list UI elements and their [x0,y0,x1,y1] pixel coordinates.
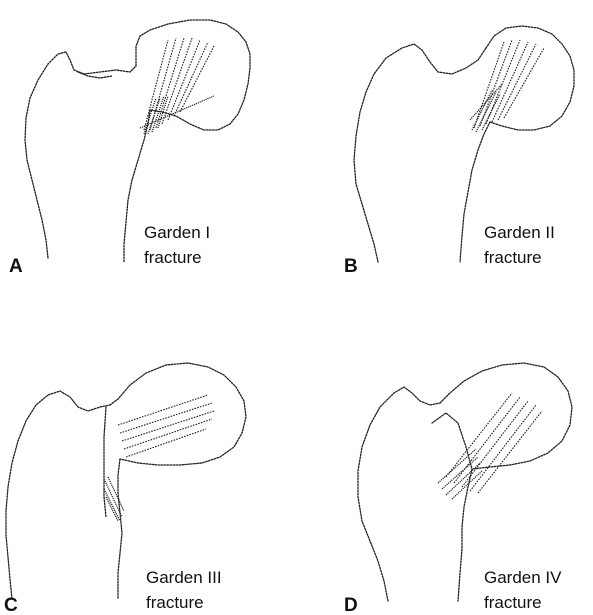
panel-letter: D [344,596,358,615]
femur-outline [6,391,110,599]
fracture-displacement-line [104,407,106,517]
panel-letter: C [4,596,18,615]
panel-caption: Garden IV fracture [484,565,562,615]
trabecular-lines [446,393,542,493]
caption-line-2: fracture [484,245,555,270]
femur-outline [358,387,440,601]
fracture-zone [438,449,482,499]
caption-line-1: Garden I [144,220,210,245]
femur-outline [354,44,486,262]
caption-line-2: fracture [484,590,562,615]
medial-impaction [104,477,124,521]
femur-lateral-edge [118,459,122,599]
trabecular-lines [118,395,214,457]
panel-a: A Garden I fracture [0,0,296,307]
caption-line-2: fracture [146,590,222,615]
caption-line-2: fracture [144,245,210,270]
panel-letter: A [9,257,23,276]
caption-line-1: Garden II [484,220,555,245]
femur-outline [25,52,136,258]
femur-lateral-edge [458,469,472,601]
panel-caption: Garden II fracture [484,220,555,270]
panel-b: B Garden II fracture [296,0,592,307]
panel-c: C Garden III fracture [0,307,296,614]
panel-caption: Garden I fracture [144,220,210,270]
panel-letter: B [344,257,358,276]
panel-d: D Garden IV fracture [296,307,592,614]
caption-line-1: Garden III [146,565,222,590]
panel-caption: Garden III fracture [146,565,222,615]
caption-line-1: Garden IV [484,565,562,590]
femoral-head-outline [486,26,574,130]
neck-segment-outline [432,413,472,469]
femoral-head-outline [110,363,246,465]
